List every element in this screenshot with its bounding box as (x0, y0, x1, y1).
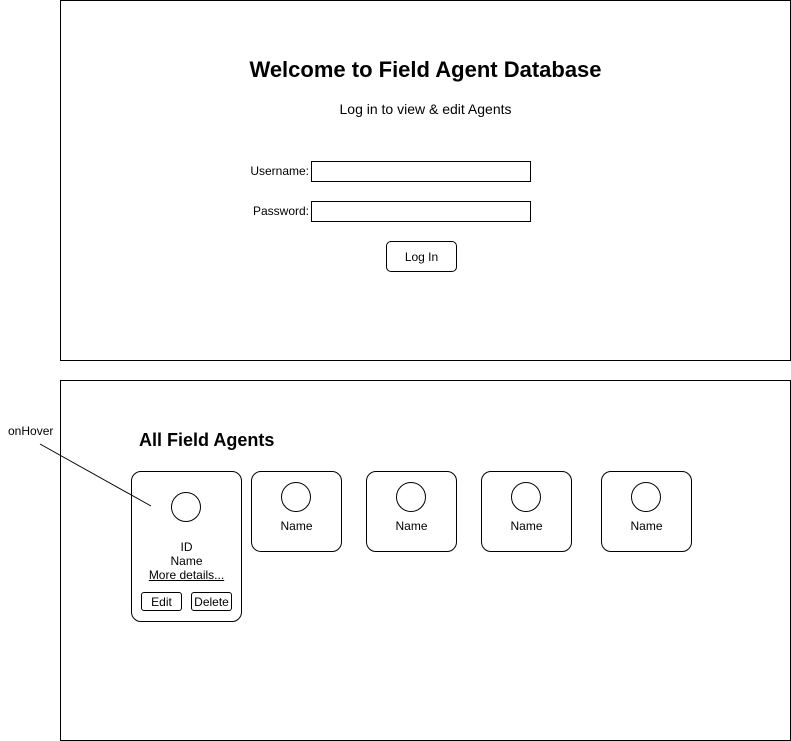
agent-card[interactable]: Name (601, 471, 692, 552)
username-field[interactable] (311, 161, 531, 182)
password-label: Password: (252, 204, 309, 218)
avatar (631, 482, 661, 512)
page-subtitle: Log in to view & edit Agents (339, 101, 512, 117)
onhover-annotation: onHover (8, 424, 54, 438)
avatar (396, 482, 426, 512)
agent-id: ID (180, 540, 193, 554)
agent-name: Name (395, 519, 428, 533)
more-details-link[interactable]: More details... (148, 568, 225, 582)
agent-name: Name (630, 519, 663, 533)
edit-button[interactable]: Edit (141, 592, 182, 611)
avatar (511, 482, 541, 512)
page-title: Welcome to Field Agent Database (249, 57, 602, 82)
login-button[interactable]: Log In (386, 241, 457, 272)
avatar (281, 482, 311, 512)
agent-name: Name (280, 519, 313, 533)
agent-card-expanded[interactable]: ID Name More details... Edit Delete (131, 471, 242, 622)
agents-heading: All Field Agents (139, 430, 275, 450)
agent-name: Name (170, 554, 203, 568)
delete-button[interactable]: Delete (191, 592, 232, 611)
agent-card[interactable]: Name (251, 471, 342, 552)
username-label: Username: (250, 164, 309, 178)
agents-frame: All Field Agents ID Name More details...… (60, 380, 791, 741)
password-field[interactable] (311, 201, 531, 222)
agent-card[interactable]: Name (366, 471, 457, 552)
agent-name: Name (510, 519, 543, 533)
login-frame: Welcome to Field Agent Database Log in t… (60, 0, 791, 361)
agent-card[interactable]: Name (481, 471, 572, 552)
avatar (171, 492, 201, 522)
